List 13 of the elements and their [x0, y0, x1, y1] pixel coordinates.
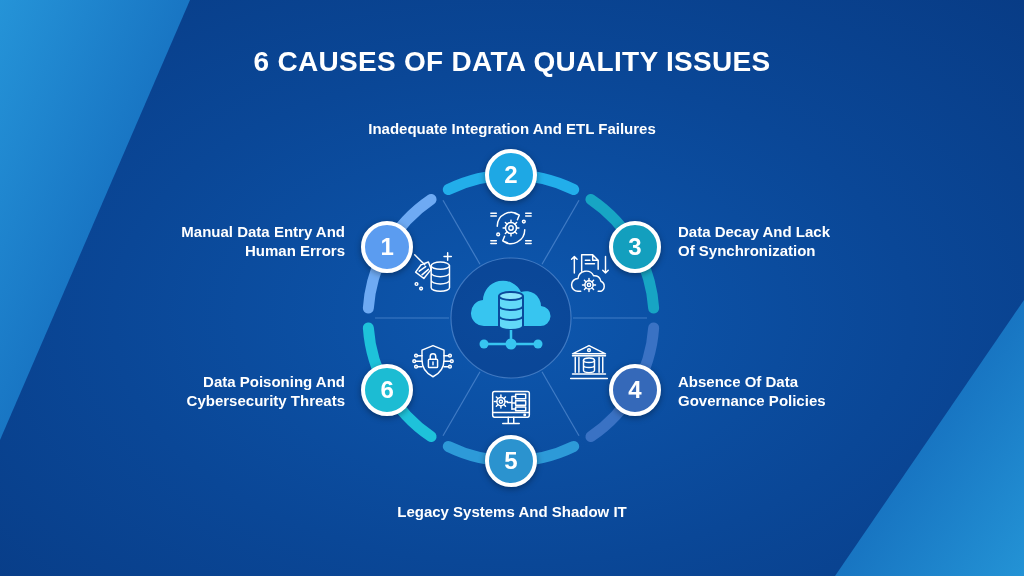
numbered-circle: 1 [361, 220, 414, 273]
cause-label: Data Poisoning And Cybersecurity Threats [185, 372, 345, 410]
cause-label: Legacy Systems And Shadow IT [396, 502, 628, 521]
cause-label: Absence Of Data Governance Policies [678, 372, 827, 410]
numbered-circle: 4 [608, 363, 661, 416]
title: 6 CAUSES OF DATA QUALITY ISSUES [252, 45, 772, 79]
numbered-circle: 2 [485, 149, 537, 201]
numbered-circle: 3 [608, 220, 661, 273]
numbered-circle: 6 [361, 363, 414, 416]
cause-label: Manual Data Entry And Human Errors [180, 222, 345, 260]
numbered-circle: 5 [485, 435, 537, 487]
cause-label: Data Decay And Lack Of Synchronization [678, 222, 831, 260]
cause-label: Inadequate Integration And ETL Failures [367, 119, 657, 138]
